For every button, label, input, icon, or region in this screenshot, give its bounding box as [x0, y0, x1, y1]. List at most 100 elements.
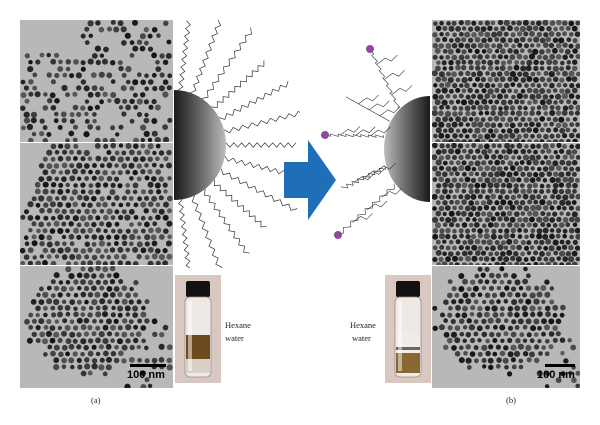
nanoparticle-dot [507, 160, 514, 166]
nanoparticle-dot [439, 82, 445, 88]
nanoparticle-dot [454, 325, 461, 331]
vial-label-water-right: water [352, 333, 371, 343]
nanoparticle-dot [474, 211, 481, 217]
nanoparticle-dot [433, 21, 438, 26]
nanoparticle-dot [84, 40, 90, 45]
nanoparticle-dot [34, 91, 41, 98]
nanoparticle-dot [117, 183, 123, 189]
nanoparticle-dot [509, 216, 516, 223]
nanoparticle-dot [117, 228, 123, 234]
nanoparticle-dot [144, 112, 149, 118]
nanoparticle-dot [472, 82, 477, 88]
nanoparticle-dot [43, 305, 48, 311]
nanoparticle-dot [458, 111, 463, 116]
nanoparticle-dot [536, 31, 543, 38]
nanoparticle-dot [46, 285, 52, 291]
nanoparticle-dot [497, 205, 504, 211]
nanoparticle-dot [493, 182, 500, 189]
dendron-side-branch [353, 173, 375, 183]
nanoparticle-dot [507, 65, 513, 71]
nanoparticle-dot [464, 165, 471, 172]
nanoparticle-dot [470, 292, 476, 298]
nanoparticle-dot [61, 117, 67, 123]
nanoparticle-dot [513, 149, 519, 155]
nanoparticle-dot [442, 49, 448, 54]
nanoparticle-dot [461, 88, 467, 94]
nanoparticle-dot [54, 285, 60, 291]
nanoparticle-dot [523, 257, 529, 262]
nanoparticle-dot [470, 205, 477, 212]
nanoparticle-dot [455, 116, 461, 123]
nanoparticle-dot [517, 42, 523, 48]
nanoparticle-dot [571, 159, 578, 166]
nanoparticle-dot [136, 98, 143, 105]
nanoparticle-dot [504, 194, 510, 200]
nanoparticle-hydrophobic-diagram [170, 18, 300, 268]
nanoparticle-dot [158, 176, 165, 182]
caption-b: (b) [506, 395, 516, 405]
nanoparticle-dot [436, 60, 441, 65]
nanoparticle-dot [94, 104, 100, 110]
nanoparticle-dot [117, 312, 123, 318]
nanoparticle-dot [435, 88, 441, 94]
nanoparticle-dot [465, 331, 472, 338]
nanoparticle-dot [163, 228, 169, 234]
nanoparticle-dot [474, 59, 481, 66]
nanoparticle-dot [539, 37, 546, 44]
nanoparticle-dot [438, 43, 444, 49]
nanoparticle-dot [552, 47, 558, 54]
nanoparticle-dot [568, 370, 573, 376]
nanoparticle-dot [555, 105, 561, 111]
nanoparticle-dot [526, 159, 532, 166]
nanoparticle-dot [121, 150, 127, 156]
nanoparticle-dot [534, 285, 540, 291]
nanoparticle-dot [458, 286, 465, 292]
nanoparticle-dot [106, 234, 112, 240]
nanoparticle-dot [568, 256, 575, 263]
nanoparticle-dot [91, 299, 98, 306]
nanoparticle-dot [47, 344, 53, 350]
nanoparticle-dot [144, 221, 150, 228]
nanoparticle-dot [539, 251, 545, 257]
nanoparticle-dot [572, 239, 578, 245]
nanoparticle-dot [529, 154, 536, 161]
nanoparticle-dot [507, 200, 513, 206]
nanoparticle-dot [490, 193, 497, 200]
nanoparticle-dot [491, 305, 498, 312]
nanoparticle-dot [536, 228, 543, 234]
nanoparticle-dot [471, 244, 478, 251]
nanoparticle-dot [546, 66, 552, 71]
nanoparticle-dot [132, 246, 139, 253]
nanoparticle-dot [472, 217, 477, 222]
nanoparticle-dot [568, 70, 575, 77]
nanoparticle-dot [136, 39, 143, 45]
nanoparticle-dot [124, 32, 131, 39]
nanoparticle-dot [574, 110, 580, 116]
nanoparticle-dot [555, 177, 561, 183]
nanoparticle-dot [503, 42, 509, 48]
nanoparticle-dot [57, 227, 64, 235]
nanoparticle-dot [546, 222, 551, 228]
nanoparticle-dot [513, 138, 520, 142]
nanoparticle-dot [461, 49, 467, 55]
nanoparticle-dot [124, 305, 131, 312]
nanoparticle-dot [527, 139, 532, 142]
nanoparticle-dot [68, 221, 74, 227]
nanoparticle-dot [461, 250, 468, 257]
nanoparticle-dot [46, 318, 52, 325]
nanoparticle-dot [552, 199, 558, 205]
nanoparticle-dot [452, 105, 458, 111]
nanoparticle-dot [72, 91, 78, 97]
nanoparticle-dot [523, 93, 529, 99]
nanoparticle-dot [57, 311, 63, 318]
nanoparticle-dot [494, 59, 500, 65]
nanoparticle-dot [503, 245, 509, 251]
nanoparticle-dot [468, 262, 474, 265]
nanoparticle-dot [520, 188, 526, 195]
nanoparticle-dot [39, 52, 45, 58]
nanoparticle-dot [484, 305, 491, 312]
nanoparticle-dot [552, 37, 559, 43]
nanoparticle-dot [432, 154, 438, 161]
nanoparticle-dot [485, 350, 491, 357]
nanoparticle-dot [548, 245, 555, 252]
